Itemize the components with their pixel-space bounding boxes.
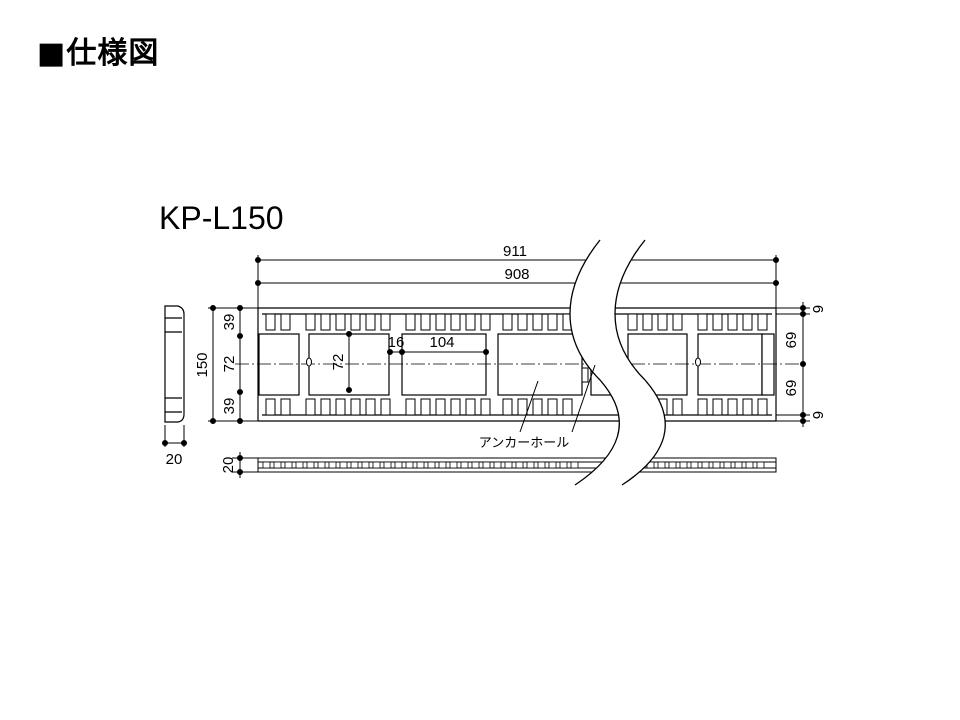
top-comb-teeth (265, 313, 768, 331)
dim-inner-length: 908 (504, 266, 529, 283)
dim-bottom-thickness: 20 (220, 457, 237, 474)
break-symbol (569, 239, 666, 486)
anchor-hole-label: アンカーホール (479, 436, 569, 451)
bottom-comb-teeth (265, 398, 768, 416)
dim-right-lower: 69 (782, 380, 799, 397)
side-view (164, 305, 185, 423)
dim-cell-height: 72 (330, 354, 347, 371)
overall-length-dimension (255, 255, 779, 310)
dim-top-band: 39 (221, 314, 238, 331)
dim-middle-band: 72 (221, 356, 238, 373)
dim-right-edge-bottom: 6 (809, 411, 826, 419)
dim-cell-width: 104 (429, 334, 454, 351)
model-name: KP-L150 (159, 200, 284, 236)
dim-height-total: 150 (194, 352, 211, 377)
dim-bottom-band: 39 (221, 398, 238, 415)
bottom-strip-slots (262, 461, 765, 469)
bottom-thickness-dimension (232, 452, 258, 478)
anchor-hole-leader (519, 364, 596, 433)
left-dimensions (208, 305, 258, 424)
dim-right-upper: 69 (782, 332, 799, 349)
right-dimensions (776, 302, 810, 427)
side-thickness-dimension (162, 425, 187, 447)
cell-dimensions (346, 331, 489, 393)
dim-side-thickness: 20 (166, 451, 183, 468)
dim-right-edge-top: 6 (809, 305, 826, 313)
plate-outline (257, 307, 777, 422)
dim-overall-length: 911 (503, 243, 527, 260)
page-title: ■仕様図 (37, 36, 160, 71)
dim-gap: 16 (388, 334, 405, 351)
